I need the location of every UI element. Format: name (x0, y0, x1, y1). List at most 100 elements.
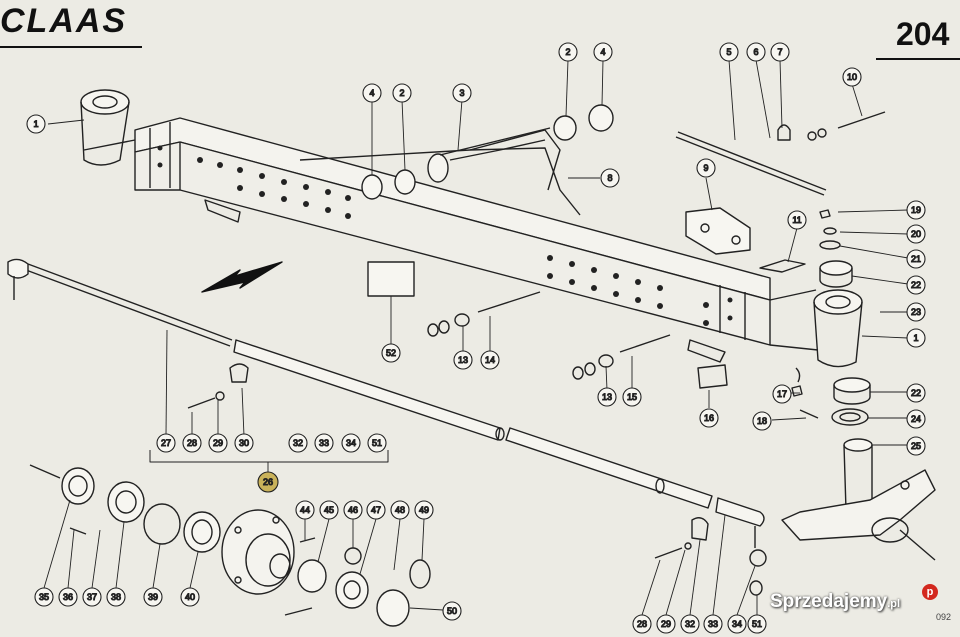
kingpin-parts (819, 209, 871, 426)
svg-text:21: 21 (911, 254, 921, 264)
header-rule-right (876, 58, 960, 60)
callout-28: 28 (182, 433, 202, 453)
callout-29: 29 (208, 433, 228, 453)
bottom-leaders (43, 499, 758, 616)
svg-text:23: 23 (911, 307, 921, 317)
svg-text:51: 51 (752, 619, 762, 629)
svg-text:17: 17 (777, 389, 787, 399)
callout-45: 45 (319, 500, 339, 520)
callout-34b: 34 (727, 614, 747, 634)
svg-text:50: 50 (447, 606, 457, 616)
callout-5: 5 (719, 42, 739, 62)
callout-29b: 29 (656, 614, 676, 634)
callout-23: 23 (906, 302, 926, 322)
callout-33: 33 (314, 433, 334, 453)
callout-30: 30 (234, 433, 254, 453)
svg-text:2: 2 (399, 88, 404, 98)
callout-46: 46 (343, 500, 363, 520)
watermark: Sprzedajemy.pl (770, 588, 940, 616)
svg-text:45: 45 (324, 505, 334, 515)
callout-20: 20 (906, 224, 926, 244)
corner-code: 092 (936, 612, 952, 622)
svg-text:37: 37 (87, 592, 97, 602)
svg-text:10: 10 (847, 72, 857, 82)
callout-13b: 13 (597, 387, 617, 407)
callout-25: 25 (906, 436, 926, 456)
bolt-10 (777, 111, 886, 141)
svg-text:29: 29 (661, 619, 671, 629)
svg-text:18: 18 (757, 416, 767, 426)
svg-text:16: 16 (704, 413, 714, 423)
svg-text:22: 22 (911, 388, 921, 398)
callout-24: 24 (906, 409, 926, 429)
callout-39: 39 (143, 587, 163, 607)
a-frame-support (299, 127, 581, 216)
callout-13: 13 (453, 350, 473, 370)
rod-5 (675, 131, 827, 196)
svg-text:13: 13 (458, 355, 468, 365)
callout-35: 35 (34, 587, 54, 607)
group-bracket (149, 450, 389, 463)
svg-text:39: 39 (148, 592, 158, 602)
svg-text:29: 29 (213, 438, 223, 448)
bracket-11 (759, 259, 806, 273)
svg-text:3: 3 (459, 88, 464, 98)
svg-text:51: 51 (372, 438, 382, 448)
svg-text:9: 9 (703, 163, 708, 173)
svg-text:32: 32 (293, 438, 303, 448)
svg-text:38: 38 (111, 592, 121, 602)
decal-52 (367, 261, 415, 297)
callout-8: 8 (600, 168, 620, 188)
svg-text:30: 30 (239, 438, 249, 448)
svg-text:48: 48 (395, 505, 405, 515)
callout-9: 9 (696, 158, 716, 178)
svg-text:36: 36 (63, 592, 73, 602)
svg-text:33: 33 (319, 438, 329, 448)
callout-11: 11 (787, 210, 807, 230)
svg-text:47: 47 (371, 505, 381, 515)
callout-38: 38 (106, 587, 126, 607)
svg-text:14: 14 (485, 355, 495, 365)
callout-1: 1 (26, 114, 46, 134)
callout-1b: 1 (906, 328, 926, 348)
page-number: 204 (896, 16, 950, 52)
plate-9 (685, 207, 751, 255)
callout-47: 47 (366, 500, 386, 520)
callout-51: 51 (367, 433, 387, 453)
svg-text:49: 49 (419, 505, 429, 515)
callout-44: 44 (295, 500, 315, 520)
svg-text:4: 4 (600, 47, 605, 57)
callout-28b: 28 (632, 614, 652, 634)
callout-22: 22 (906, 275, 926, 295)
callout-18: 18 (752, 411, 772, 431)
svg-text:6: 6 (753, 47, 758, 57)
svg-text:19: 19 (911, 205, 921, 215)
callout-37: 37 (82, 587, 102, 607)
svg-text:44: 44 (300, 505, 310, 515)
svg-text:46: 46 (348, 505, 358, 515)
callout-48: 48 (390, 500, 410, 520)
callout-40: 40 (180, 587, 200, 607)
ball-joint-parts (654, 517, 767, 596)
callout-21: 21 (906, 249, 926, 269)
callout-4: 4 (362, 83, 382, 103)
callout-51b: 51 (747, 614, 767, 634)
tie-rod (7, 258, 765, 548)
callout-6: 6 (746, 42, 766, 62)
stub-axle-25 (781, 438, 936, 561)
callout-36: 36 (58, 587, 78, 607)
svg-text:4: 4 (369, 88, 374, 98)
callout-33b: 33 (703, 614, 723, 634)
svg-text:33: 33 (708, 619, 718, 629)
svg-text:40: 40 (185, 592, 195, 602)
hub-assembly (29, 464, 431, 627)
axle-beam (80, 89, 863, 368)
svg-text:26: 26 (263, 477, 273, 487)
callout-2b: 2 (558, 42, 578, 62)
callout-layer: 1 2 3 4 2 4 5 6 7 10 8 9 11 19 20 21 22 … (26, 42, 926, 634)
callout-4b: 4 (593, 42, 613, 62)
svg-text:52: 52 (386, 348, 396, 358)
callout-2: 2 (392, 83, 412, 103)
callout-10: 10 (842, 67, 862, 87)
